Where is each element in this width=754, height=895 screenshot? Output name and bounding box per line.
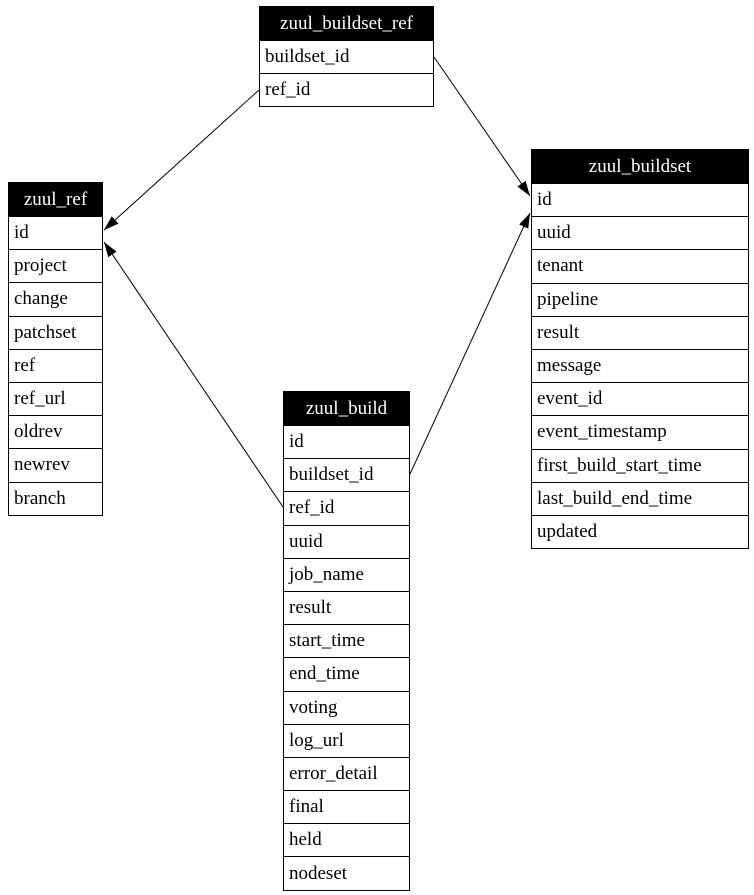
table-row: newrev [9, 448, 102, 482]
table-row: final [284, 790, 409, 824]
table-row: uuid [532, 216, 748, 250]
edge-build-buildsetid-to-zuul-buildset-id [409, 212, 531, 475]
table-row: error_detail [284, 756, 409, 791]
table-row: held [284, 823, 409, 857]
table-title: zuul_build [284, 392, 409, 425]
table-row: buildset_id [284, 458, 409, 492]
table-title: zuul_buildset_ref [260, 7, 433, 40]
table-row: id [9, 216, 102, 250]
table-row: pipeline [532, 282, 748, 316]
table-row: change [9, 282, 102, 316]
table-row: last_build_end_time [532, 481, 748, 515]
edge-buildset-ref-refid-to-zuul-ref-id [103, 89, 260, 231]
table-row: event_timestamp [532, 415, 748, 449]
table-row: nodeset [284, 856, 409, 890]
table-title: zuul_buildset [532, 150, 748, 183]
table-row: result [284, 590, 409, 625]
edge-buildset-ref-buildsetid-to-zuul-buildset-id [433, 56, 531, 197]
table-row: job_name [284, 557, 409, 591]
table-row: message [532, 348, 748, 383]
table-row: first_build_start_time [532, 448, 748, 482]
table-row: end_time [284, 657, 409, 691]
table-title: zuul_ref [9, 183, 102, 216]
table-row: branch [9, 481, 102, 515]
table-row: tenant [532, 249, 748, 283]
table-row: updated [532, 514, 748, 549]
table-row: id [284, 425, 409, 459]
table-row: patchset [9, 315, 102, 349]
table-row: buildset_id [260, 40, 433, 74]
table-row: ref_url [9, 381, 102, 416]
table-row: uuid [284, 524, 409, 558]
table-row: start_time [284, 624, 409, 658]
table-row: ref [9, 348, 102, 382]
table-row: ref_id [284, 491, 409, 525]
table-row: id [532, 183, 748, 217]
table-row: log_url [284, 723, 409, 757]
table-row: ref_id [260, 73, 433, 107]
edge-build-refid-to-zuul-ref-id [103, 241, 284, 508]
table-row: event_id [532, 382, 748, 416]
table-row: oldrev [9, 415, 102, 449]
table-row: result [532, 315, 748, 349]
table-row: project [9, 249, 102, 283]
table-row: voting [284, 690, 409, 724]
